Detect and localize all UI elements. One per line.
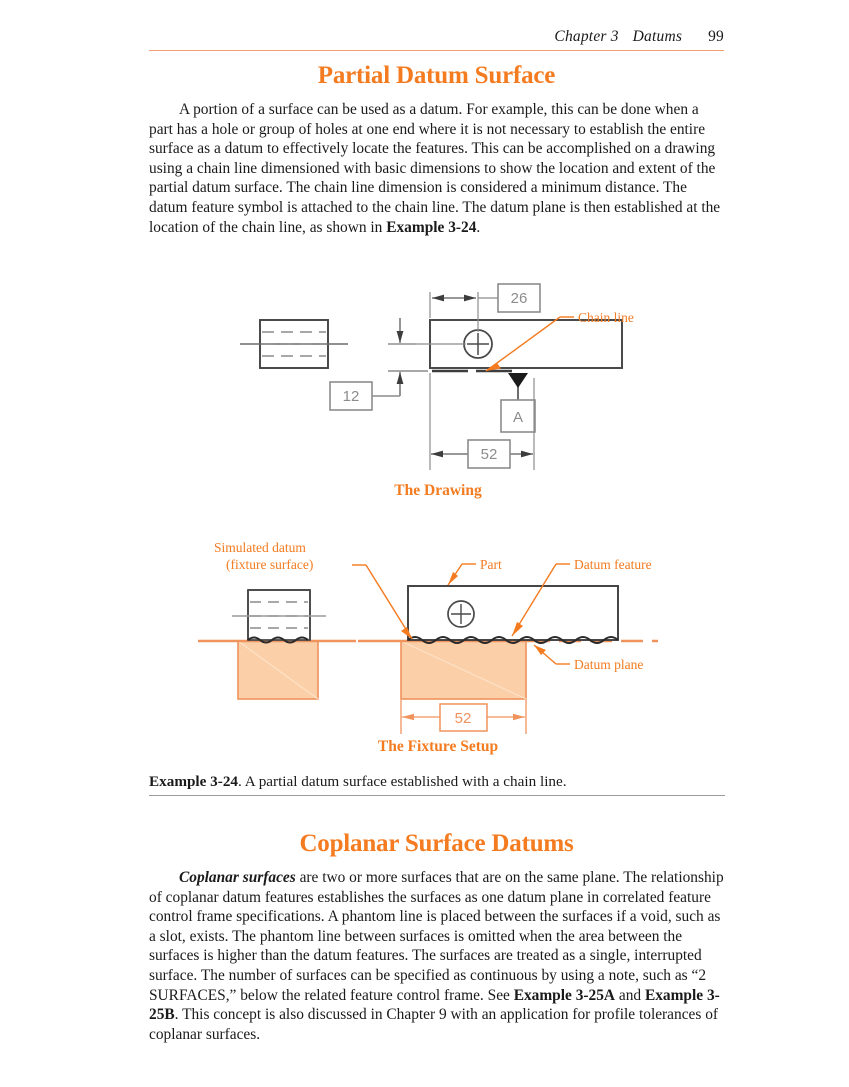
figure-caption-the-fixture-setup: The Fixture Setup bbox=[377, 738, 499, 755]
figure-the-fixture-setup: 52 Simulated datum (fixture surface) Par… bbox=[190, 540, 680, 740]
label-datum-plane: Datum plane bbox=[574, 657, 643, 672]
figure-caption-the-drawing: The Drawing bbox=[394, 482, 482, 499]
page-number: 99 bbox=[708, 28, 724, 45]
section-title-partial-datum-surface: Partial Datum Surface bbox=[317, 62, 556, 89]
dimension-26: 26 bbox=[511, 290, 528, 307]
paragraph-2-text-part2: . This concept is also discussed in Chap… bbox=[149, 1006, 719, 1043]
figure-the-drawing: 26 12 A 52 bbox=[220, 270, 660, 485]
label-simulated-datum-line1: Simulated datum bbox=[214, 540, 306, 555]
paragraph-1-bold-ref: Example 3-24 bbox=[386, 218, 477, 236]
datum-feature-letter-a: A bbox=[513, 409, 523, 426]
running-head-chapter: Chapter 3 bbox=[554, 28, 619, 45]
label-datum-feature: Datum feature bbox=[574, 557, 652, 572]
paragraph-2-example-b: Example 3-25B bbox=[149, 986, 720, 1024]
callout-chain-line: Chain line bbox=[578, 310, 634, 325]
example-caption-text: . A partial datum surface established wi… bbox=[238, 773, 567, 790]
running-head: Chapter 3 Datums 99 bbox=[149, 28, 724, 46]
paragraph-coplanar-surface-datums: Coplanar surfaces are two or more surfac… bbox=[149, 868, 725, 1044]
example-caption-label: Example 3-24 bbox=[149, 773, 239, 790]
example-caption: Example 3-24. A partial datum surface es… bbox=[149, 772, 725, 791]
paragraph-1-text: A portion of a surface can be used as a … bbox=[149, 101, 721, 236]
paragraph-2-conjunction: and bbox=[615, 986, 645, 1004]
header-rule bbox=[149, 50, 724, 52]
dimension-52-drawing: 52 bbox=[481, 446, 498, 463]
paragraph-2-example-a: Example 3-25A bbox=[513, 986, 616, 1004]
paragraph-2-lead-term: Coplanar surfaces bbox=[179, 869, 296, 886]
label-part: Part bbox=[480, 557, 502, 572]
dimension-12: 12 bbox=[343, 388, 360, 405]
label-simulated-datum-line2: (fixture surface) bbox=[226, 557, 313, 572]
caption-rule bbox=[149, 795, 725, 797]
section-title-coplanar-surface-datums: Coplanar Surface Datums bbox=[299, 830, 574, 857]
dimension-52-fixture: 52 bbox=[455, 710, 472, 727]
paragraph-partial-datum-surface: A portion of a surface can be used as a … bbox=[149, 100, 725, 237]
paragraph-2-text-part1: are two or more surfaces that are on the… bbox=[149, 869, 724, 1004]
paragraph-1-period: . bbox=[476, 218, 481, 236]
running-head-section: Datums bbox=[632, 28, 683, 45]
